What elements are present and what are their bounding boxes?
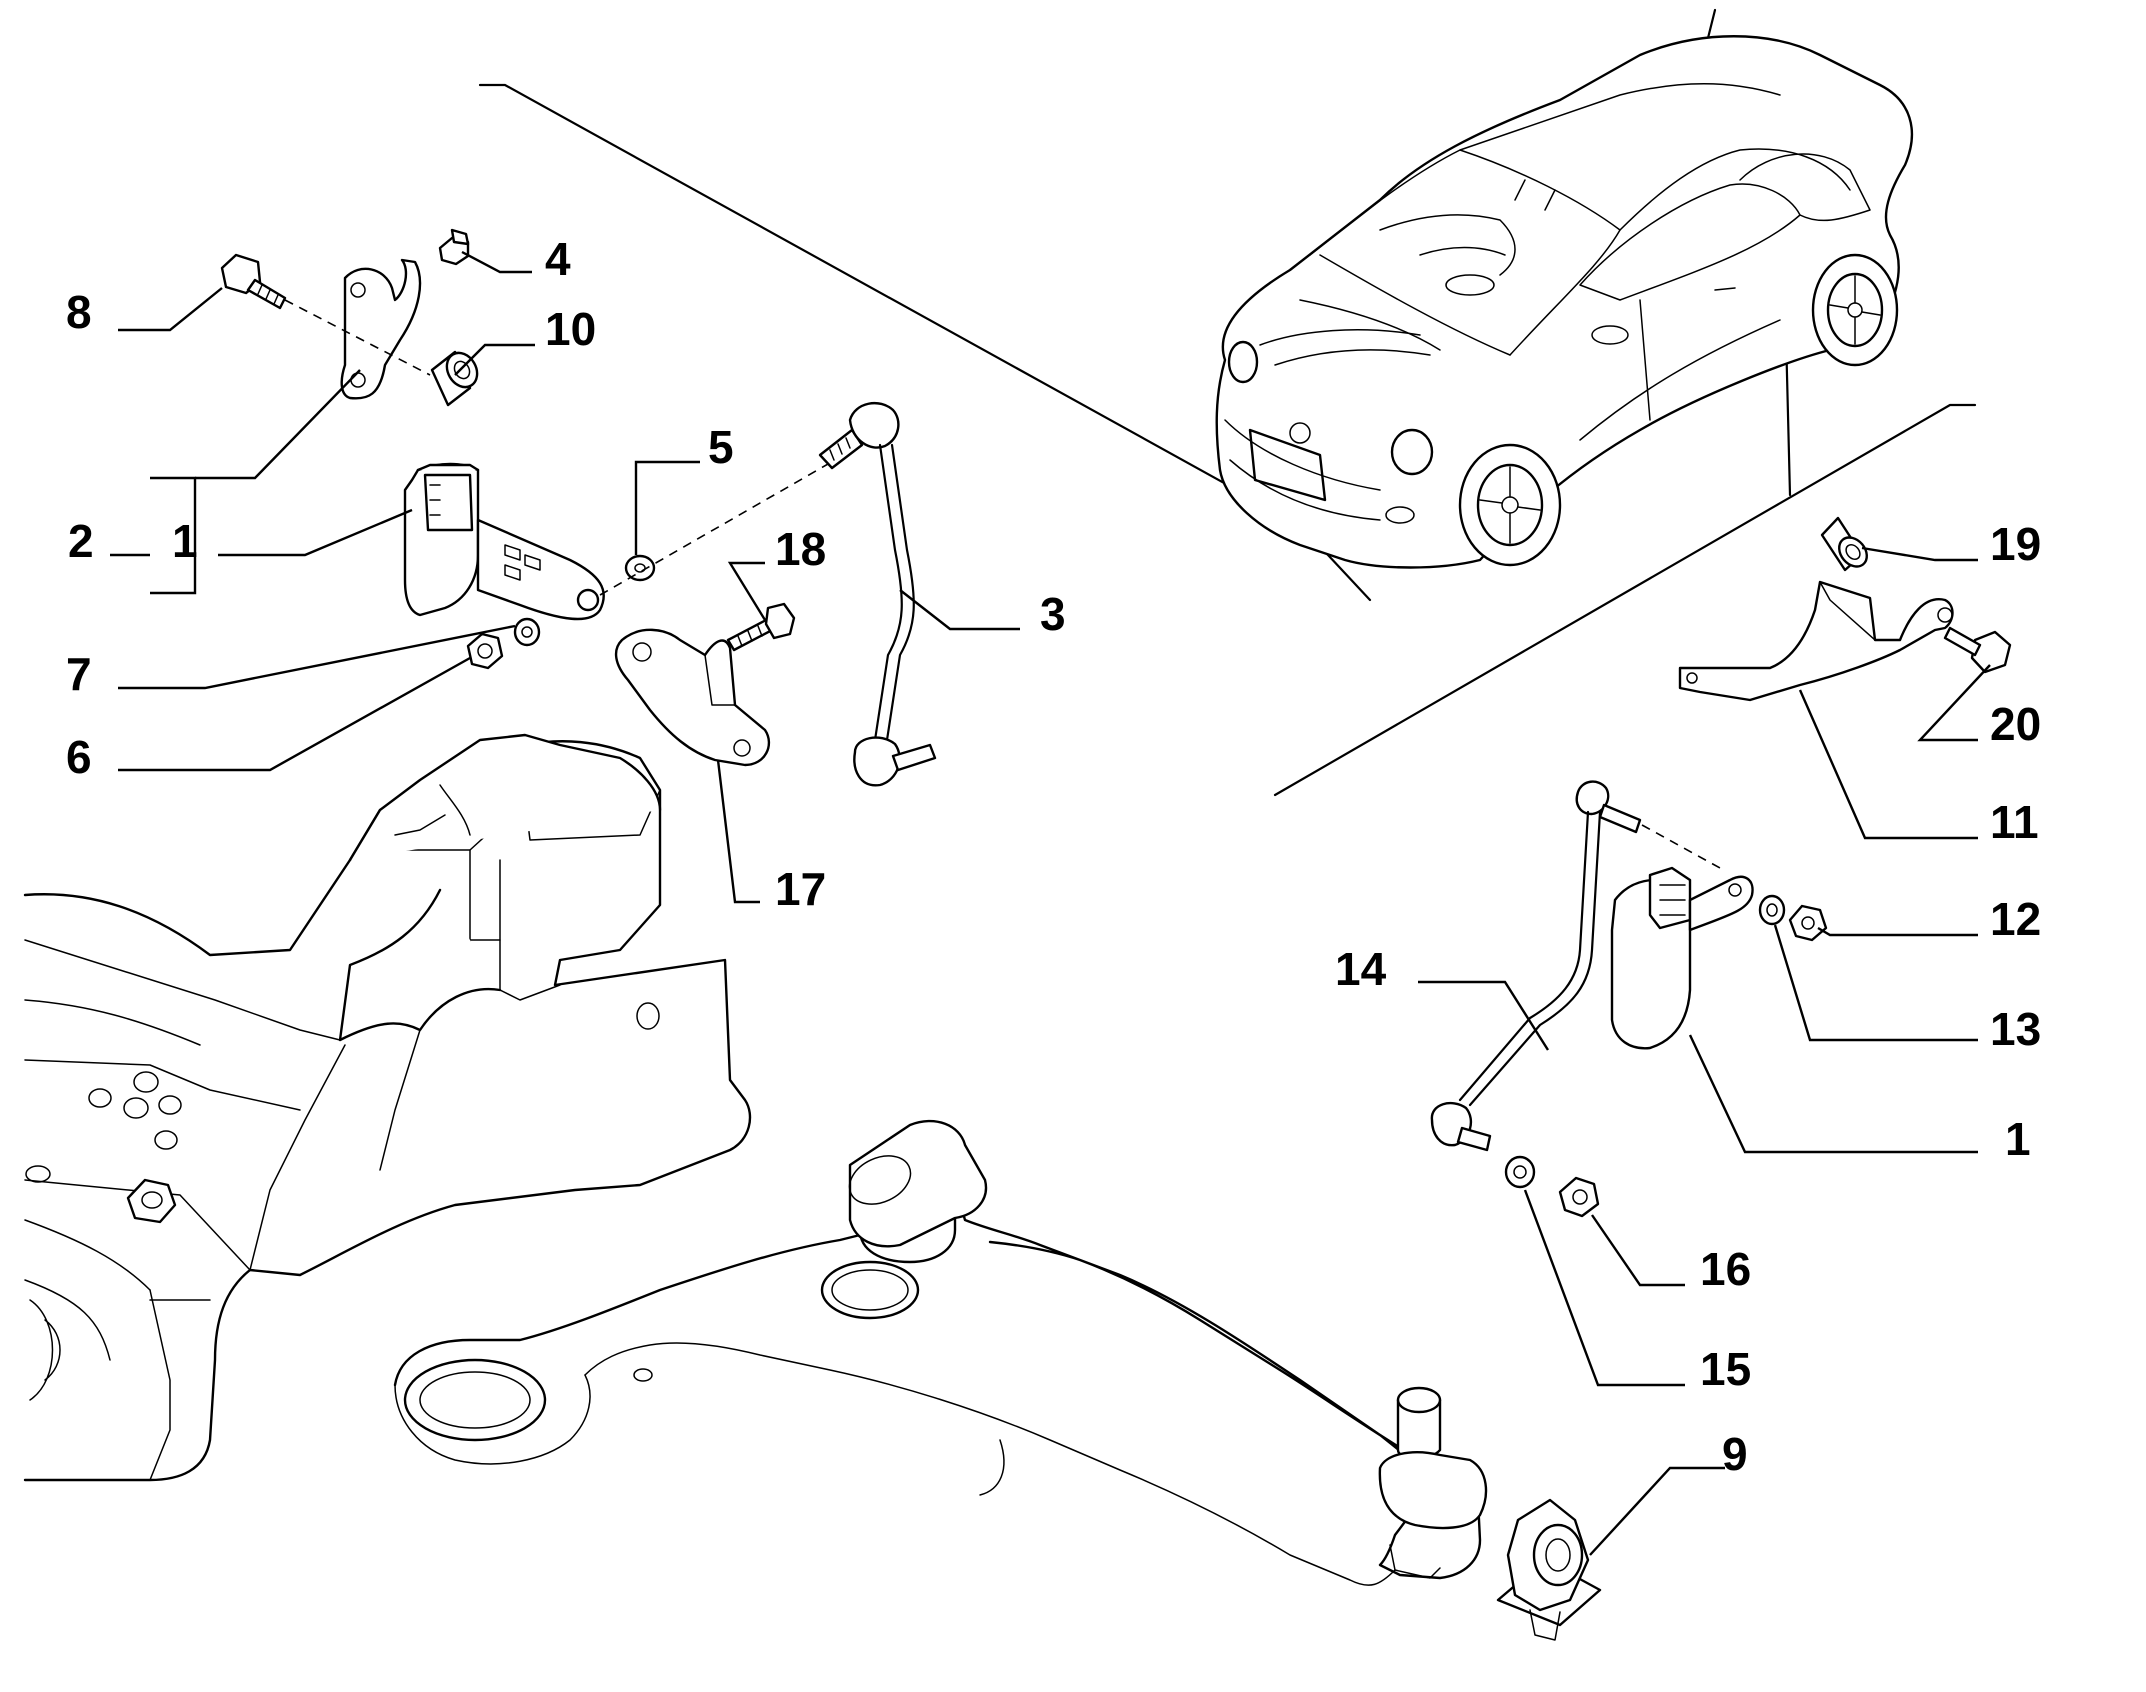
leader-3: [899, 589, 1020, 631]
leader-lines: [110, 250, 1991, 1556]
nut-4-part: [438, 228, 470, 266]
leader-7: [118, 624, 516, 690]
car-illustration: [1215, 35, 1913, 569]
bolt-18-part: [726, 602, 796, 652]
leader-15: [1523, 1189, 1685, 1387]
callout-9: 9: [1722, 1428, 1748, 1480]
leader-4: [461, 250, 532, 274]
left-upper-assembly: [220, 228, 937, 787]
bracket-17-part: [614, 628, 771, 767]
leader-13: [1773, 924, 1978, 1042]
washer-5-part: [624, 554, 656, 582]
subframe-part: [23, 733, 752, 1482]
leader-8: [118, 287, 223, 332]
callout-16: 16: [1700, 1243, 1751, 1295]
link-rod-14-part: [1430, 780, 1642, 1152]
bushing-19-part: [1820, 516, 1868, 572]
callout-13: 13: [1990, 1003, 2041, 1055]
callout-7: 7: [66, 648, 92, 700]
washer-15-part: [1504, 1155, 1536, 1189]
callout-2: 2: [68, 515, 94, 567]
leader-18: [727, 561, 767, 621]
leader-11: [1798, 689, 1978, 840]
leader-2-to-part: [195, 369, 361, 480]
leader-9: [1589, 1466, 1725, 1556]
right-assembly: [1430, 516, 2012, 1641]
bolt-8-part: [220, 253, 287, 310]
callout-1-right: 1: [2005, 1113, 2031, 1165]
nut-6-part: [466, 632, 504, 670]
leader-1b: [1688, 1034, 1978, 1154]
callout-18: 18: [775, 523, 826, 575]
bolt-20-part: [1943, 626, 2012, 674]
leader-20: [1917, 664, 1991, 742]
clip-9-part: [1496, 1498, 1602, 1641]
control-arm-part: [393, 1119, 1488, 1586]
callout-19: 19: [1990, 518, 2041, 570]
washer-7-part: [513, 617, 541, 647]
nut-16-part: [1558, 1176, 1600, 1218]
callout-17: 17: [775, 863, 826, 915]
bracket-11-part: [1678, 580, 1954, 702]
height-sensor-left-part: [403, 462, 605, 621]
callout-15: 15: [1700, 1343, 1751, 1395]
leader-2-bracket: [150, 476, 197, 595]
callout-20: 20: [1990, 698, 2041, 750]
leader-1a: [218, 508, 413, 557]
callout-11: 11: [1990, 796, 2039, 848]
nut-12-part: [1788, 904, 1828, 942]
subframe-and-control-arm: [23, 733, 1488, 1586]
callout-8: 8: [66, 286, 92, 338]
leader-14: [1418, 980, 1550, 1051]
leader-16: [1591, 1214, 1685, 1287]
height-sensor-right-part: [1610, 866, 1754, 1050]
callout-12: 12: [1990, 893, 2041, 945]
callout-14: 14: [1335, 943, 1387, 995]
callout-3: 3: [1040, 588, 1066, 640]
callout-1-left: 1: [172, 515, 198, 567]
leader-10: [454, 343, 535, 376]
callout-6: 6: [66, 731, 92, 783]
leader-19: [1861, 546, 1978, 562]
leader-6: [118, 656, 471, 772]
link-rod-3-part: [818, 401, 937, 787]
leader-17: [716, 759, 760, 904]
leader-5: [634, 460, 700, 555]
washer-13-part: [1758, 894, 1786, 926]
callout-10: 10: [545, 303, 596, 355]
callout-4: 4: [545, 233, 571, 285]
leader-12: [1817, 926, 1978, 937]
callout-labels: 8 4 10 5 2 1 18 3 7 6 17 19 20 11 12 14 …: [66, 233, 2041, 1480]
callout-5: 5: [708, 421, 734, 473]
